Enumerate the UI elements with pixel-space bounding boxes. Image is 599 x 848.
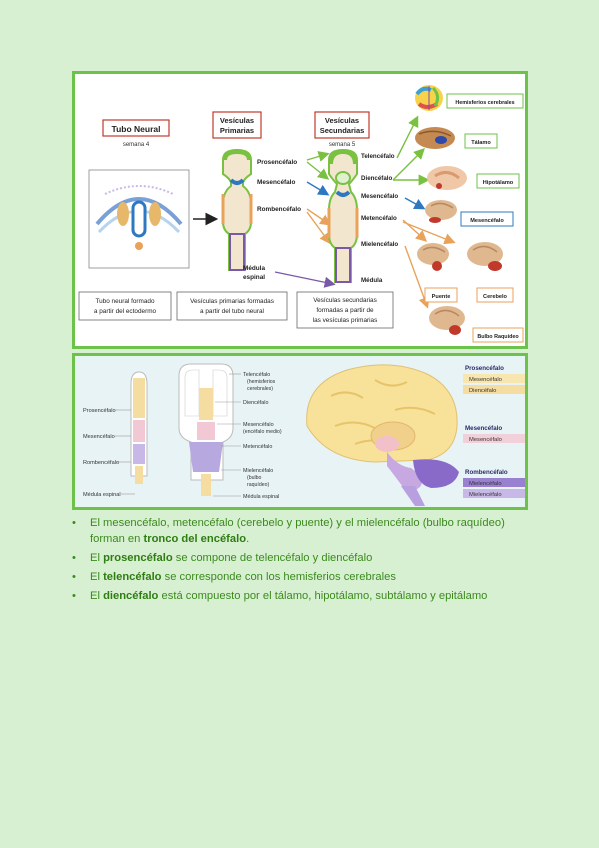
note-item: El diencéfalo está compuesto por el tála…	[72, 588, 542, 604]
note-item: El telencéfalo se corresponde con los he…	[72, 569, 542, 585]
notochord-shape	[135, 242, 143, 250]
pons-image	[417, 243, 449, 271]
label-mid-diencefalo: Diencéfalo	[243, 400, 268, 406]
tubo-neural-title-box	[102, 119, 170, 137]
note-text: está compuesto por el tálamo, hipotálamo…	[158, 590, 488, 602]
label-metencefalo: Metencéfalo	[361, 215, 397, 222]
developed-neural-tube	[178, 363, 234, 496]
note-text: se corresponde con los hemisferios cereb…	[161, 571, 396, 583]
legend-prosencefalo-item-1: Mesencéfalo	[469, 377, 502, 383]
note-bold: prosencéfalo	[103, 552, 173, 564]
legend-mesencefalo-title: Mesencéfalo	[465, 425, 502, 432]
primary-title-line1: Vesículas	[220, 116, 254, 125]
note-text: El mesencéfalo, metencéfalo (cerebelo y …	[90, 517, 505, 545]
label-left-mesencefalo: Mesencéfalo	[83, 434, 115, 440]
label-medula-secondary: Médula	[361, 277, 383, 284]
caption-1-line1: Tubo neural formado	[95, 298, 155, 305]
note-bold: telencéfalo	[103, 571, 162, 583]
label-mesencefalo-primary: Mesencéfalo	[257, 179, 295, 186]
primary-title-box	[212, 111, 262, 139]
label-mid-bulbo-2: raquídeo)	[247, 482, 269, 488]
legend-rombencefalo-title: Rombencéfalo	[465, 469, 508, 476]
note-text: se compone de telencéfalo y diencéfalo	[172, 552, 373, 564]
note-item: El prosencéfalo se compone de telencéfal…	[72, 550, 542, 566]
label-medula-line2: espinal	[243, 274, 265, 281]
note-bold: diencéfalo	[103, 590, 159, 602]
label-mid-hemisferios-2: cerebrales)	[247, 386, 273, 392]
tubo-neural-week: semana 4	[123, 142, 150, 148]
note-bold: tronco del encéfalo	[143, 533, 247, 545]
tubo-neural-title: Tubo Neural	[112, 124, 161, 134]
caption-box-1	[78, 291, 172, 321]
label-mid-medula: Médula espinal	[243, 494, 279, 500]
label-mesencefalo-structure: Mesencéfalo	[470, 218, 504, 224]
label-mid-metencefalo: Metencéfalo	[243, 444, 272, 450]
hypothalamus-image	[427, 166, 467, 190]
thalamus-image	[415, 127, 455, 149]
neural-tube-shape	[131, 200, 147, 238]
cerebellum-image	[467, 242, 503, 271]
legend-prosencefalo-item-2: Diencéfalo	[469, 388, 496, 394]
secondary-vesicle-tube	[327, 148, 359, 283]
note-text: El	[90, 590, 104, 602]
somite-left	[117, 202, 129, 226]
secondary-title-line1: Vesículas	[325, 116, 359, 125]
caption-box-3	[296, 291, 394, 329]
brain-regions-figure: Prosencéfalo Mesencéfalo Rombencéfalo Mé…	[72, 353, 528, 510]
label-mid-mielencefalo: Mielencéfalo	[243, 468, 273, 474]
label-mesencefalo-secondary: Mesencéfalo	[361, 193, 398, 200]
label-left-medula: Médula espinal	[83, 492, 121, 498]
early-neural-tube	[130, 371, 148, 484]
label-hipotalamo: Hipotálamo	[483, 180, 514, 186]
caption-1-line2: a partir del ectodermo	[94, 308, 157, 315]
label-bulbo: Bulbo Raquídeo	[477, 334, 519, 340]
caption-2-line1: Vesículas primarias formadas	[190, 298, 274, 305]
label-left-prosencefalo: Prosencéfalo	[83, 408, 116, 414]
note-text: El	[90, 571, 104, 583]
label-mid-mesencefalo: Mesencéfalo	[243, 422, 274, 428]
label-prosencefalo-primary: Prosencéfalo	[257, 159, 297, 166]
label-cerebelo: Cerebelo	[483, 294, 508, 300]
secondary-title-box	[314, 111, 370, 139]
note-item: El mesencéfalo, metencéfalo (cerebelo y …	[72, 515, 542, 547]
label-rombencefalo-primary: Rombencéfalo	[257, 206, 301, 213]
neural-development-diagram: Tubo Neural semana 4 Vesículas Primarias…	[78, 85, 524, 343]
brain-hemispheres-image	[415, 85, 443, 111]
label-mid-telencefalo: Telencéfalo	[243, 372, 270, 378]
label-puente: Puente	[432, 294, 451, 300]
ectoderm-shape	[95, 197, 183, 226]
primary-title-line2: Primarias	[220, 126, 254, 135]
primary-vesicle-tube	[221, 148, 253, 271]
label-diencefalo: Diencéfalo	[361, 175, 393, 182]
note-text: .	[246, 533, 250, 545]
medulla-image	[429, 306, 465, 335]
label-medula-line1: Médula	[243, 265, 265, 272]
note-text: El	[90, 552, 104, 564]
caption-2-line2: a partir del tubo neural	[200, 308, 264, 315]
secondary-week: semana 5	[329, 142, 356, 148]
caption-3-line2: formadas a partir de	[316, 307, 374, 314]
legend-rombencefalo-item-2: Mielencéfalo	[469, 492, 502, 498]
label-mid-hemisferios-1: (hemisferios	[247, 379, 276, 385]
midbrain-image	[425, 200, 457, 223]
secondary-title-line2: Secundarias	[320, 126, 365, 135]
adult-brain-image	[306, 364, 459, 506]
label-telencefalo: Telencéfalo	[361, 153, 395, 160]
legend-rombencefalo-item-1: Mielencéfalo	[469, 481, 502, 487]
caption-3-line1: Vesículas secundarias	[313, 297, 377, 304]
legend-prosencefalo-title: Prosencéfalo	[465, 365, 504, 372]
label-mid-bulbo-1: (bulbo	[247, 475, 262, 481]
neural-development-figure: Tubo Neural semana 4 Vesículas Primarias…	[72, 71, 528, 349]
label-mielencefalo: Mielencéfalo	[361, 241, 398, 248]
somite-right	[149, 202, 161, 226]
legend-mesencefalo-item-1: Mesencéfalo	[469, 437, 502, 443]
caption-3-line3: las vesículas primarias	[313, 317, 378, 324]
caption-box-2	[176, 291, 288, 321]
brain-regions-diagram: Prosencéfalo Mesencéfalo Rombencéfalo Mé…	[83, 363, 525, 506]
label-talamo: Tálamo	[471, 140, 491, 146]
label-mid-encefalo-medio: (encéfalo medio)	[243, 429, 282, 435]
label-left-rombencefalo: Rombencéfalo	[83, 460, 119, 466]
notes-list: El mesencéfalo, metencéfalo (cerebelo y …	[72, 515, 542, 607]
label-hemisferios: Hemisferios cerebrales	[455, 100, 514, 106]
